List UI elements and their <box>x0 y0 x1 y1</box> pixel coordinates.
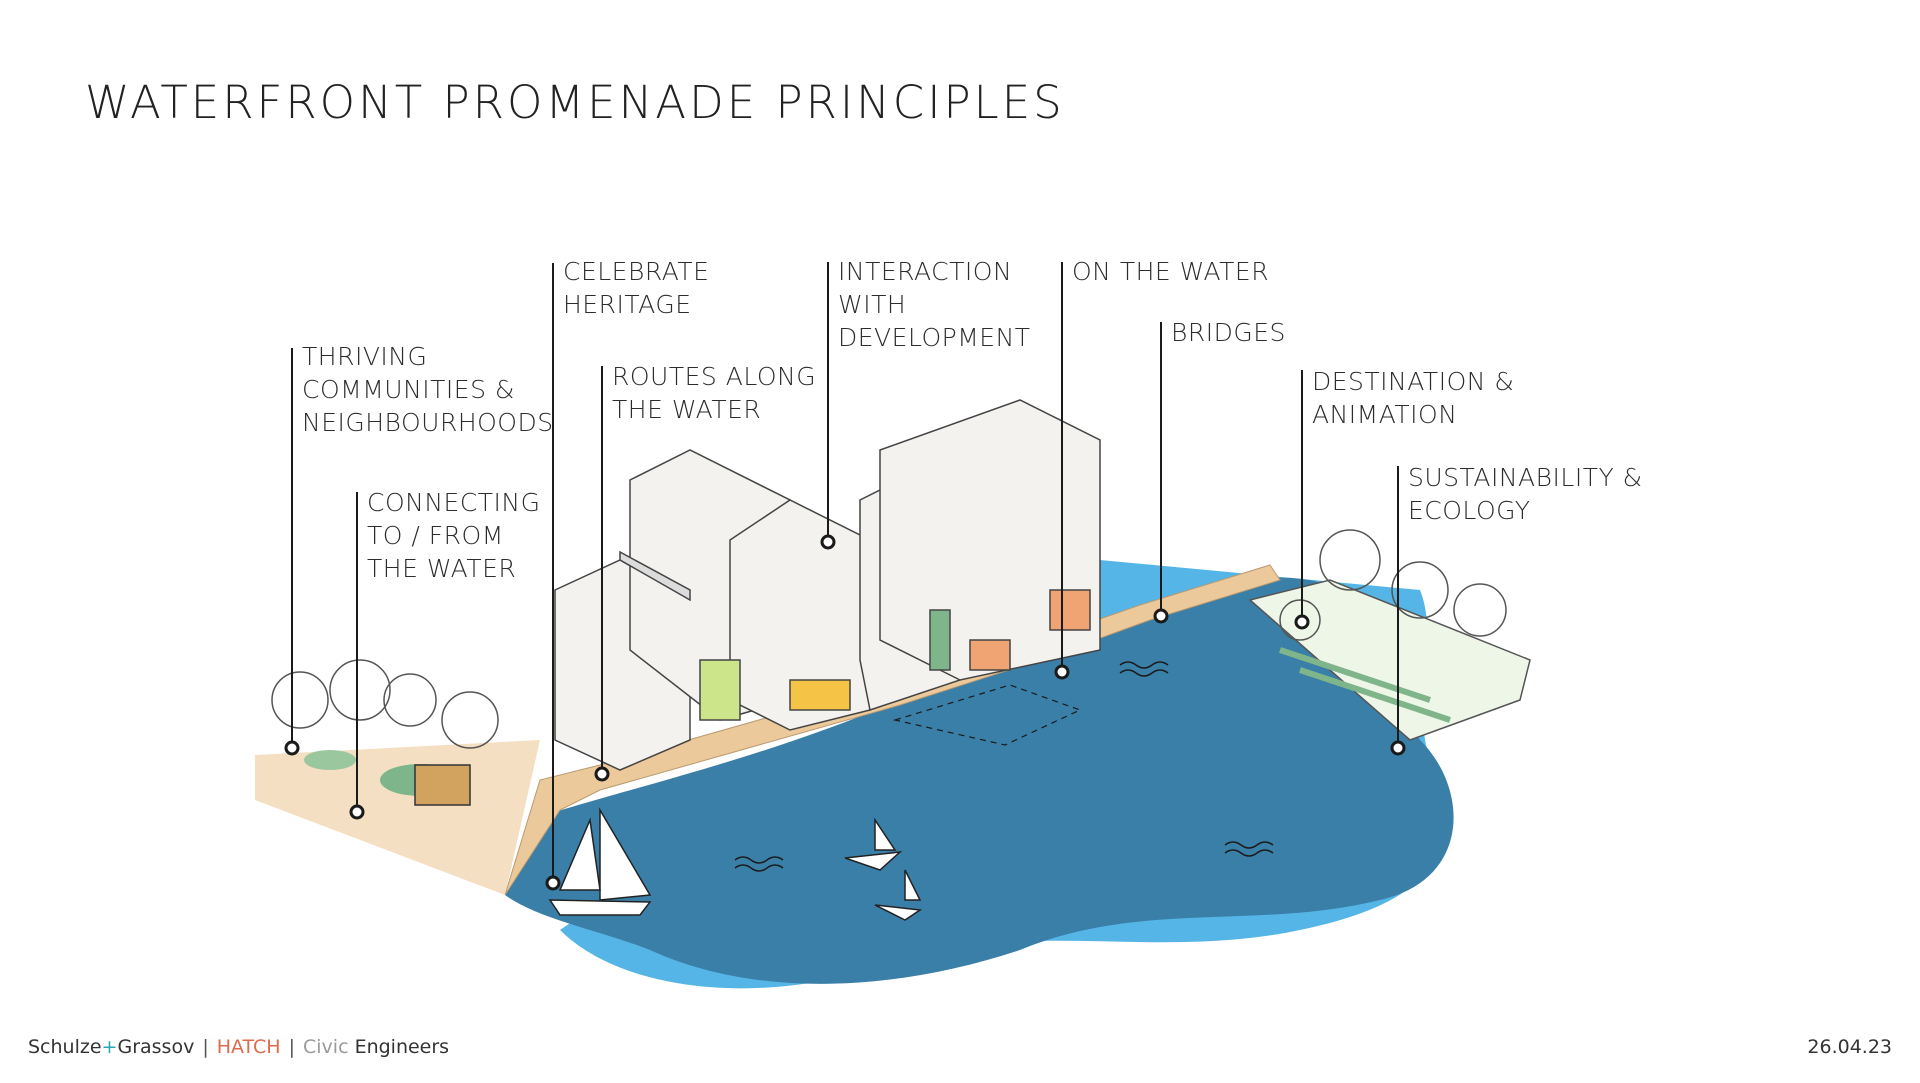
label-line: TO / FROM <box>367 521 504 550</box>
buildings <box>554 399 1101 771</box>
label-line: ROUTES ALONG <box>612 362 817 391</box>
label-destination-animation: DESTINATION & ANIMATION <box>1312 365 1514 431</box>
label-on-the-water: ON THE WATER <box>1072 255 1269 288</box>
leader-lines <box>291 262 1399 883</box>
label-line: HERITAGE <box>563 290 692 319</box>
swim-area <box>892 684 1082 746</box>
label-celebrate-heritage: CELEBRATE HERITAGE <box>563 255 709 321</box>
ecology-area <box>1248 529 1531 741</box>
sailboats <box>548 807 923 921</box>
leader-points <box>284 534 1406 891</box>
plus-sign: + <box>101 1036 118 1058</box>
company-hatch: HATCH <box>216 1036 281 1058</box>
footer-credits: Schulze+Grassov | HATCH | Civic Engineers <box>28 1036 449 1058</box>
left-park <box>271 659 499 806</box>
label-routes-along-water: ROUTES ALONG THE WATER <box>612 360 816 426</box>
label-line: WITH <box>838 290 907 319</box>
label-line: BRIDGES <box>1171 318 1286 347</box>
footer-date: 26.04.23 <box>1807 1036 1892 1058</box>
label-line: THE WATER <box>367 554 517 583</box>
company-schulze: Schulze <box>28 1036 102 1058</box>
company-grassov: Grassov <box>117 1036 195 1058</box>
label-line: THE WATER <box>612 395 762 424</box>
water-body <box>505 577 1454 984</box>
divider: | <box>202 1036 209 1058</box>
label-line: COMMUNITIES & <box>302 375 515 404</box>
wave-marks <box>734 661 1274 872</box>
label-line: SUSTAINABILITY & <box>1408 463 1643 492</box>
label-interaction-development: INTERACTION WITH DEVELOPMENT <box>838 255 1031 354</box>
label-line: CELEBRATE <box>563 257 710 286</box>
label-line: DESTINATION & <box>1312 367 1515 396</box>
page-title: WATERFRONT PROMENADE PRINCIPLES <box>85 76 1065 129</box>
label-line: ECOLOGY <box>1408 496 1531 525</box>
label-line: ON THE WATER <box>1072 257 1270 286</box>
left-park-deck <box>255 740 540 895</box>
label-sustainability-ecology: SUSTAINABILITY & ECOLOGY <box>1408 461 1643 527</box>
label-line: DEVELOPMENT <box>838 323 1031 352</box>
company-engineers: Engineers <box>354 1036 450 1058</box>
label-connecting-water: CONNECTING TO / FROM THE WATER <box>367 486 541 585</box>
label-bridges: BRIDGES <box>1171 316 1286 349</box>
label-line: CONNECTING <box>367 488 541 517</box>
label-line: NEIGHBOURHOODS <box>302 408 554 437</box>
company-civic: Civic <box>303 1036 349 1058</box>
label-line: THRIVING <box>302 342 428 371</box>
label-thriving-communities: THRIVING COMMUNITIES & NEIGHBOURHOODS <box>302 340 554 439</box>
label-line: ANIMATION <box>1312 400 1458 429</box>
label-line: INTERACTION <box>838 257 1013 286</box>
divider: | <box>288 1036 295 1058</box>
